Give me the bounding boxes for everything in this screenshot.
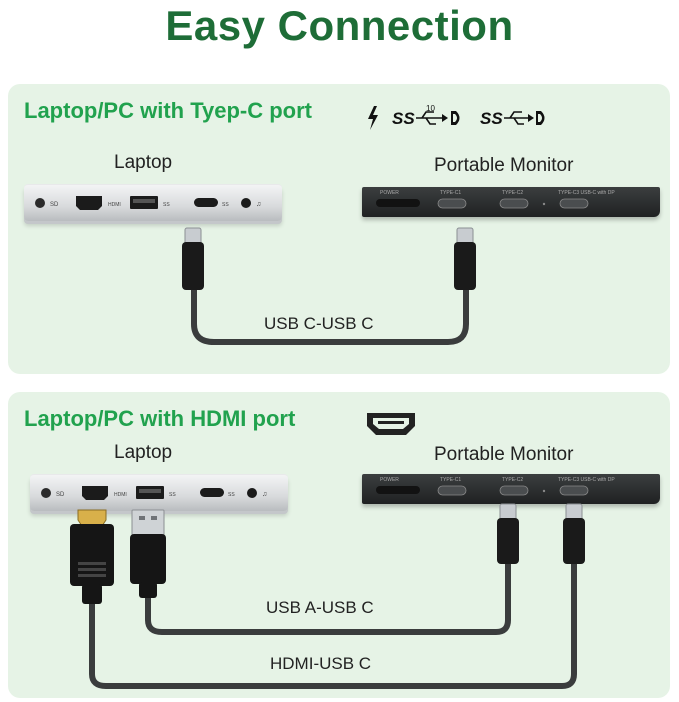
hdmi-usb-c-cable-label: HDMI-USB C	[270, 654, 372, 673]
hdmi-port-label: HDMI	[108, 202, 121, 208]
hdmi-usb-c-cable	[89, 562, 577, 689]
usb-c-plug-usb-a-cable-icon	[497, 503, 519, 564]
usb-a-usb-c-cable-label: USB A-USB C	[266, 598, 374, 617]
hdmi-connection-panel: Laptop/PC with HDMI port Laptop Portable…	[8, 392, 670, 698]
type-c2-port-icon-2	[499, 485, 529, 496]
laptop-label-2: Laptop	[114, 442, 173, 463]
laptop-label: Laptop	[114, 152, 173, 173]
thunderbolt-displayport-icons: SS 10 SS	[368, 104, 545, 130]
headphone-jack-icon	[241, 198, 251, 208]
power-button-icon-2	[41, 488, 51, 498]
headphone-jack-icon-2	[247, 488, 257, 498]
type-c1-label: TYPE-C1	[440, 190, 461, 196]
thunderbolt-icon	[368, 106, 378, 130]
laptop-side-view: SD HDMI SS SS ♫	[24, 184, 282, 221]
svg-text:SS: SS	[228, 492, 235, 498]
power-port-label: POWER	[380, 190, 399, 196]
portable-monitor-label: Portable Monitor	[434, 155, 574, 176]
superspeed-dp-icon: SS	[480, 109, 545, 128]
hdmi-and-usb-cables	[70, 503, 585, 689]
usb-a-usb-c-cable	[145, 562, 511, 635]
usb-c-to-usb-c-cable	[182, 227, 476, 345]
power-switch-icon	[376, 199, 420, 207]
hdmi-port-icon-2	[82, 486, 108, 500]
usb-c-plug-right-icon	[454, 227, 476, 290]
usb-a-ss-label: SS	[163, 202, 170, 208]
usb-c-port-icon	[194, 198, 218, 207]
type-c1-port-icon	[437, 198, 467, 209]
svg-text:♫: ♫	[262, 491, 267, 498]
power-button-icon	[35, 198, 45, 208]
type-c1-port-icon-2	[437, 485, 467, 496]
hdmi-plug-icon	[70, 509, 114, 604]
portable-monitor-side-view-2: POWER TYPE-C1 TYPE-C2 TYPE-C3 USB-C with…	[362, 474, 660, 504]
svg-text:TYPE-C1: TYPE-C1	[440, 477, 461, 483]
superspeed-10-dp-icon: SS 10	[392, 104, 460, 128]
usb-c-plug-hdmi-cable-icon	[563, 503, 585, 564]
svg-text:♫: ♫	[256, 201, 261, 208]
svg-text:SS: SS	[169, 492, 176, 498]
usb-c-plug-left-icon	[182, 227, 204, 290]
usb-c-port-icon-2	[200, 488, 224, 497]
usb-a-plug-icon	[130, 509, 166, 598]
usb-c-usb-c-cable-label: USB C-USB C	[264, 314, 374, 333]
hdmi-port-icon	[367, 413, 415, 435]
type-c3-label: TYPE-C3 USB-C with DP	[558, 190, 615, 196]
page-title: Easy Connection	[165, 2, 514, 49]
section-heading-type-c: Laptop/PC with Tyep-C port	[24, 98, 313, 123]
type-c2-port-icon	[499, 198, 529, 209]
ss-speed-number: 10	[426, 104, 435, 113]
type-c2-label: TYPE-C2	[502, 190, 523, 196]
svg-text:TYPE-C2: TYPE-C2	[502, 477, 523, 483]
type-c-connection-panel: Laptop/PC with Tyep-C port SS 10 SS Lapt…	[8, 84, 670, 374]
type-c3-port-icon	[559, 198, 589, 209]
ss-text-2: SS	[480, 109, 503, 128]
hdmi-port-icon	[76, 196, 102, 210]
portable-monitor-label-2: Portable Monitor	[434, 444, 574, 465]
portable-monitor-side-view: POWER TYPE-C1 TYPE-C2 TYPE-C3 USB-C with…	[362, 187, 660, 217]
section-heading-hdmi: Laptop/PC with HDMI port	[24, 406, 296, 431]
ss-text: SS	[392, 109, 415, 128]
type-c3-port-icon-2	[559, 485, 589, 496]
svg-text:POWER: POWER	[380, 477, 399, 483]
svg-text:TYPE-C3 USB-C with DP: TYPE-C3 USB-C with DP	[558, 477, 615, 483]
svg-text:SD: SD	[56, 492, 65, 498]
laptop-side-view-2: SD HDMI SS SS ♫	[30, 474, 288, 511]
usb-c-ss-label: SS	[222, 202, 229, 208]
svg-text:HDMI: HDMI	[114, 492, 127, 498]
sd-slot-label: SD	[50, 202, 59, 208]
